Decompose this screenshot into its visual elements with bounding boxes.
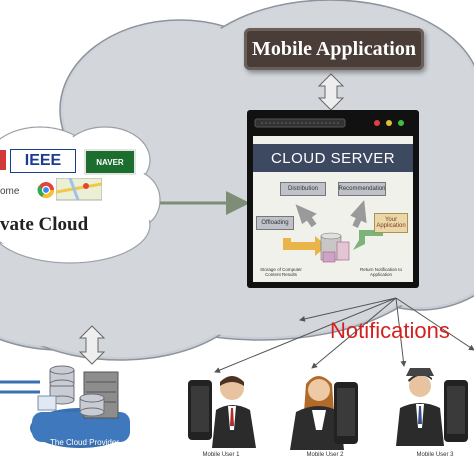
offloading-label: Offloading — [261, 220, 289, 226]
offloading-module: Offloading — [256, 216, 294, 230]
database-stack-icon — [49, 365, 105, 417]
double-arrow-provider — [78, 325, 106, 365]
person-head — [409, 375, 431, 397]
return-notification-caption: Return Notification to Application — [359, 267, 403, 277]
cloud-provider-label: The Cloud Provider — [50, 438, 119, 447]
notification-arrows — [214, 297, 474, 373]
storage-caption: Storage of Computer Content Results — [260, 267, 302, 277]
private-cloud-label: vate Cloud — [0, 214, 88, 236]
mobile-user-1 — [188, 376, 256, 448]
cloud-server-title: CLOUD SERVER — [253, 144, 413, 172]
private-cloud-label-text: vate Cloud — [0, 214, 89, 235]
chrome-text: ome — [0, 186, 19, 197]
mobile-application-box: Mobile Application — [244, 28, 424, 70]
monitor-icon — [37, 395, 57, 411]
naver-logo-text: NAVER — [96, 157, 124, 167]
recommendation-module: Recommendation — [338, 182, 386, 196]
mobile-user-2 — [290, 376, 358, 450]
mobile-user-3-label: Mobile User 3 — [416, 452, 454, 458]
recommendation-label: Recommendation — [338, 186, 386, 192]
naver-logo: NAVER — [84, 149, 136, 175]
status-dot-red — [374, 120, 380, 126]
server-internals — [283, 200, 383, 263]
cloud-server-title-text: CLOUD SERVER — [270, 149, 396, 167]
your-application-label: Your Application — [376, 217, 406, 229]
mobile-user-2-label: Mobile User 2 — [306, 452, 344, 458]
mobile-user-3 — [396, 368, 468, 446]
cloud-provider-graphic — [30, 365, 130, 448]
notifications-label: Notifications — [330, 318, 450, 344]
red-logo-icon — [0, 150, 6, 170]
ieee-logo: IEEE — [10, 149, 76, 173]
distribution-module: Distribution — [280, 182, 326, 196]
mobile-user-1-label: Mobile User 1 — [202, 452, 240, 458]
server-window-topbar — [254, 118, 404, 128]
person-head — [308, 379, 330, 401]
chrome-icon — [37, 182, 55, 199]
status-dot-yellow — [386, 120, 392, 126]
status-dot-green — [398, 120, 404, 126]
database-icon — [320, 232, 350, 263]
distribution-label: Distribution — [287, 186, 318, 192]
google-maps-icon — [56, 178, 102, 201]
ieee-logo-text: IEEE — [24, 152, 62, 169]
your-application-module: Your Application — [374, 213, 408, 233]
mobile-application-label: Mobile Application — [252, 37, 416, 60]
cloud-provider-text: The Cloud Provider — [50, 438, 119, 447]
chrome-text-label: ome — [0, 186, 20, 197]
notifications-text: Notifications — [330, 318, 450, 343]
